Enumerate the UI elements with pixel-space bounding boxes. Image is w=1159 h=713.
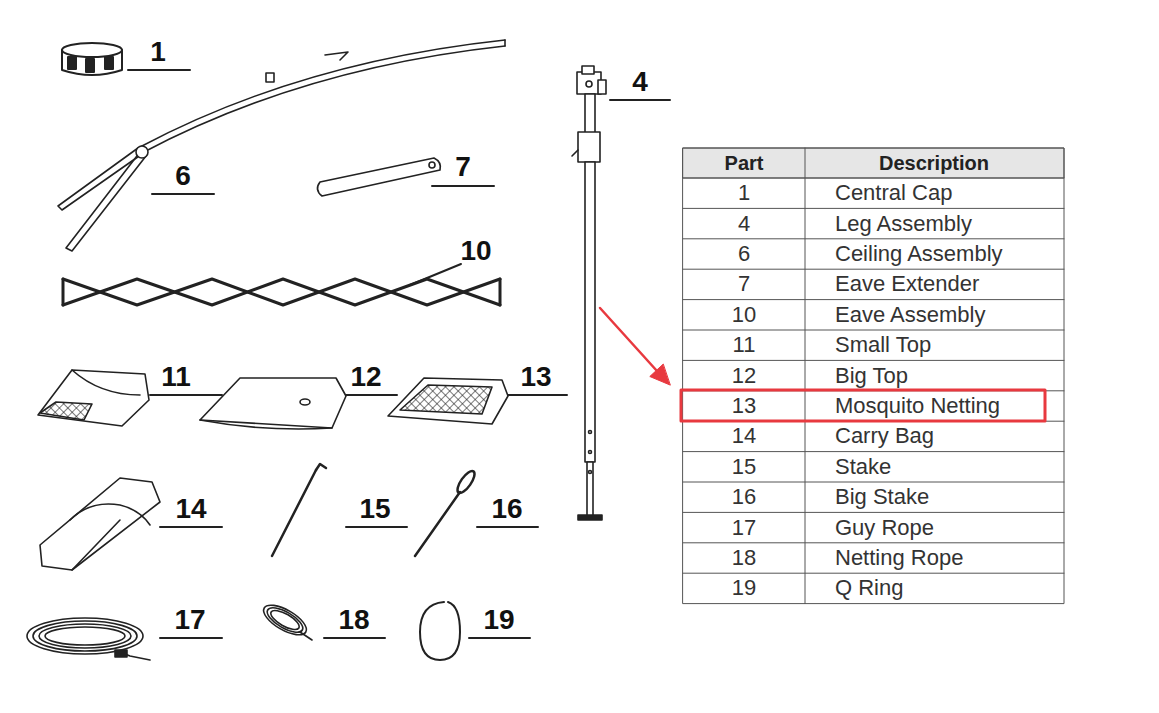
highlight-arrow [600, 308, 670, 385]
part-description: Small Top [835, 334, 931, 356]
callout-number: 10 [460, 237, 491, 265]
ceiling-assembly-drawing [58, 40, 505, 251]
part-number: 1 [738, 182, 750, 204]
part-number: 17 [732, 517, 756, 539]
part-number: 4 [738, 213, 750, 235]
part-number: 12 [732, 365, 756, 387]
callout-number: 14 [175, 495, 206, 523]
callout-number: 4 [632, 68, 648, 96]
guy-rope-drawing [27, 618, 150, 660]
big-top-drawing [200, 378, 346, 429]
part-number: 11 [733, 334, 756, 356]
part-description: Big Stake [835, 486, 929, 508]
callout-number: 15 [359, 495, 390, 523]
part-description: Ceiling Assembly [835, 243, 1003, 265]
parts-table-grid [683, 148, 1064, 604]
callout-number: 1 [150, 38, 166, 66]
callout-number: 6 [175, 162, 191, 190]
part-description: Stake [835, 456, 891, 478]
callout-number: 7 [455, 153, 471, 181]
callout-number: 11 [161, 363, 191, 391]
part-number: 14 [732, 425, 756, 447]
carry-bag-drawing [40, 478, 160, 570]
table-header: Description [879, 153, 989, 173]
small-top-drawing [38, 370, 149, 426]
part-number: 15 [732, 456, 756, 478]
eave-assembly-drawing [63, 279, 500, 305]
leg-assembly-drawing [572, 66, 606, 520]
highlight-box [681, 390, 1045, 421]
callout-number: 12 [350, 363, 381, 391]
part-number: 10 [732, 304, 756, 326]
part-description: Guy Rope [835, 517, 934, 539]
eave-extender-drawing [317, 158, 440, 196]
mosquito-netting-drawing [388, 378, 508, 424]
netting-rope-drawing [259, 599, 312, 640]
callout-number: 16 [491, 495, 522, 523]
callout-number: 13 [520, 363, 551, 391]
callout-number: 19 [483, 606, 514, 634]
callout-number: 18 [338, 606, 369, 634]
table-header: Part [725, 153, 764, 173]
stake-drawing [272, 464, 326, 556]
part-description: Big Top [835, 365, 908, 387]
part-number: 16 [732, 486, 756, 508]
part-number: 19 [732, 577, 756, 599]
part-number: 18 [732, 547, 756, 569]
part-number: 6 [738, 243, 750, 265]
part-description: Mosquito Netting [835, 395, 1000, 417]
part-description: Eave Assembly [835, 304, 985, 326]
big-stake-drawing [415, 468, 478, 556]
callout-underlines [128, 70, 670, 638]
part-description: Carry Bag [835, 425, 934, 447]
part-description: Central Cap [835, 182, 952, 204]
callout-number: 17 [174, 606, 205, 634]
part-number: 13 [732, 395, 756, 417]
part-description: Eave Extender [835, 273, 979, 295]
part-number: 7 [738, 273, 750, 295]
part-description: Leg Assembly [835, 213, 972, 235]
part-description: Netting Rope [835, 547, 963, 569]
central-cap-drawing [62, 43, 122, 75]
q-ring-drawing [420, 602, 460, 660]
part-description: Q Ring [835, 577, 903, 599]
